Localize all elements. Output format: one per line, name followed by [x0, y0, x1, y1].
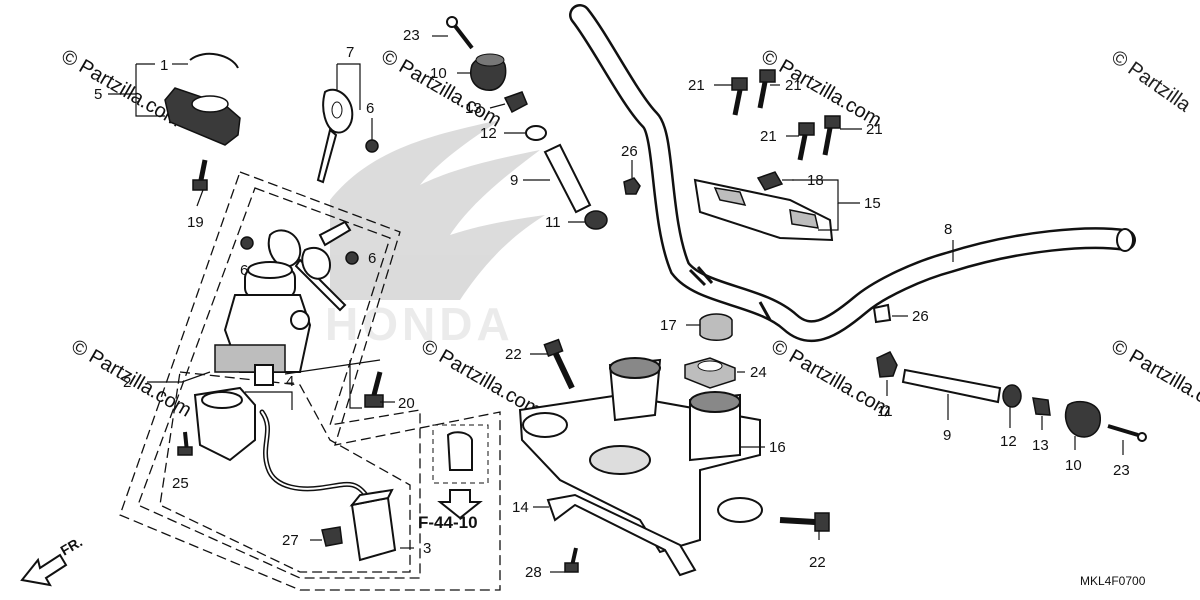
callout-24: 24 — [750, 364, 767, 381]
callout-23: 23 — [403, 27, 420, 44]
callout-28: 28 — [525, 564, 542, 581]
callout-13: 13 — [1032, 437, 1049, 454]
callout-19: 19 — [187, 214, 204, 231]
washer-part — [1002, 384, 1022, 408]
callout-15: 15 — [864, 195, 881, 212]
callout-26: 26 — [621, 143, 638, 160]
weight-shaft-part — [901, 368, 1002, 404]
screw-part — [177, 431, 193, 456]
callout-22: 22 — [505, 346, 522, 363]
plate-part — [756, 171, 784, 191]
callout-10: 10 — [1065, 457, 1082, 474]
callout-22: 22 — [809, 554, 826, 571]
callout-21: 21 — [785, 77, 802, 94]
grip-end-screw-part — [1107, 424, 1147, 442]
collar-part — [1032, 397, 1051, 416]
reference-box — [432, 424, 489, 520]
callout-25: 25 — [172, 475, 189, 492]
watermark-corner: © Partzilla — [1107, 46, 1195, 117]
cap-part — [699, 313, 733, 341]
handlebar-pipe-part — [569, 4, 1136, 342]
collar-part — [503, 91, 528, 114]
holder-bolt-part — [731, 77, 748, 116]
callout-20: 20 — [398, 395, 415, 412]
holder-bolt-part — [797, 122, 815, 161]
rubber-part — [876, 351, 898, 378]
callout-3: 3 — [423, 540, 431, 557]
callout-26: 26 — [912, 308, 929, 325]
callout-16: 16 — [769, 439, 786, 456]
bolt-part — [364, 371, 384, 408]
weight-shaft-part — [543, 143, 592, 214]
callout-1: 1 — [160, 57, 168, 74]
switch-subgroup-outline — [159, 371, 411, 573]
switch-unit-part — [193, 386, 371, 501]
callout-27: 27 — [282, 532, 299, 549]
connector-part — [349, 488, 397, 562]
pinch-bolt-part — [779, 512, 830, 532]
watermark-text: © Partzilla.com — [758, 45, 886, 131]
clip-part — [872, 303, 892, 324]
ignition-switch-part — [214, 220, 352, 386]
callout-9: 9 — [943, 427, 951, 444]
key-part — [316, 88, 354, 184]
ignition-group-outline — [119, 171, 501, 591]
honda-wing-logo: HONDA — [325, 120, 545, 350]
washer-part — [525, 125, 547, 141]
upper-holder-part — [693, 178, 834, 242]
bolt-part — [192, 159, 208, 191]
bracket-part — [546, 493, 697, 577]
grip-end-weight-part — [470, 53, 507, 91]
callout-12: 12 — [1000, 433, 1017, 450]
callout-10: 10 — [430, 65, 447, 82]
callout-11: 11 — [877, 403, 893, 420]
washer-part — [345, 251, 359, 265]
watermark-text: © Partzilla.com — [1108, 335, 1200, 421]
clip-part — [189, 52, 239, 69]
handle-holder-part — [164, 87, 241, 146]
callout-12: 12 — [480, 125, 497, 142]
callout-8: 8 — [944, 221, 952, 238]
callout-13: 13 — [465, 100, 482, 117]
top-bridge-part — [518, 357, 763, 554]
callout-21: 21 — [688, 77, 705, 94]
grip-end-screw-part — [446, 16, 474, 50]
holder-bolt-part — [822, 115, 841, 156]
rubber-part — [584, 210, 608, 230]
holder-bolt-part — [757, 69, 776, 109]
stem-nut-part — [684, 357, 736, 389]
callout-21: 21 — [760, 128, 777, 145]
callout-4: 4 — [286, 373, 294, 390]
watermark-text: © Partzilla.com — [68, 335, 196, 421]
diagram-code: MKL4F0700 — [1080, 574, 1146, 588]
clip-part — [321, 526, 343, 547]
honda-wordmark: HONDA — [325, 298, 514, 350]
washer-part — [365, 139, 379, 153]
front-arrow: FR. — [20, 533, 86, 587]
callout-6: 6 — [366, 100, 374, 117]
callout-14: 14 — [512, 499, 529, 516]
callout-18: 18 — [807, 172, 824, 189]
leader-lines — [108, 35, 1124, 573]
front-label: FR. — [58, 533, 86, 558]
grip-end-weight-part — [1064, 400, 1101, 438]
callout-numbers: 1 5 7 6 19 6 6 2 4 20 25 27 3 F-44-10 23… — [94, 27, 1146, 588]
nut-part — [623, 177, 641, 195]
callout-6: 6 — [240, 262, 248, 279]
callout-6: 6 — [368, 250, 376, 267]
washer-part — [240, 236, 254, 250]
callout-7: 7 — [346, 44, 354, 61]
pinch-bolt-part — [543, 338, 575, 390]
callout-9: 9 — [510, 172, 518, 189]
callout-21: 21 — [866, 121, 883, 138]
ignition-subgroup-outline — [137, 187, 421, 579]
callout-23: 23 — [1113, 462, 1130, 479]
callout-17: 17 — [660, 317, 677, 334]
callout-11: 11 — [545, 214, 561, 231]
callout-2: 2 — [123, 374, 131, 391]
bracket-bolt-part — [564, 547, 579, 573]
reference-label: F-44-10 — [418, 513, 478, 532]
callout-5: 5 — [94, 86, 102, 103]
